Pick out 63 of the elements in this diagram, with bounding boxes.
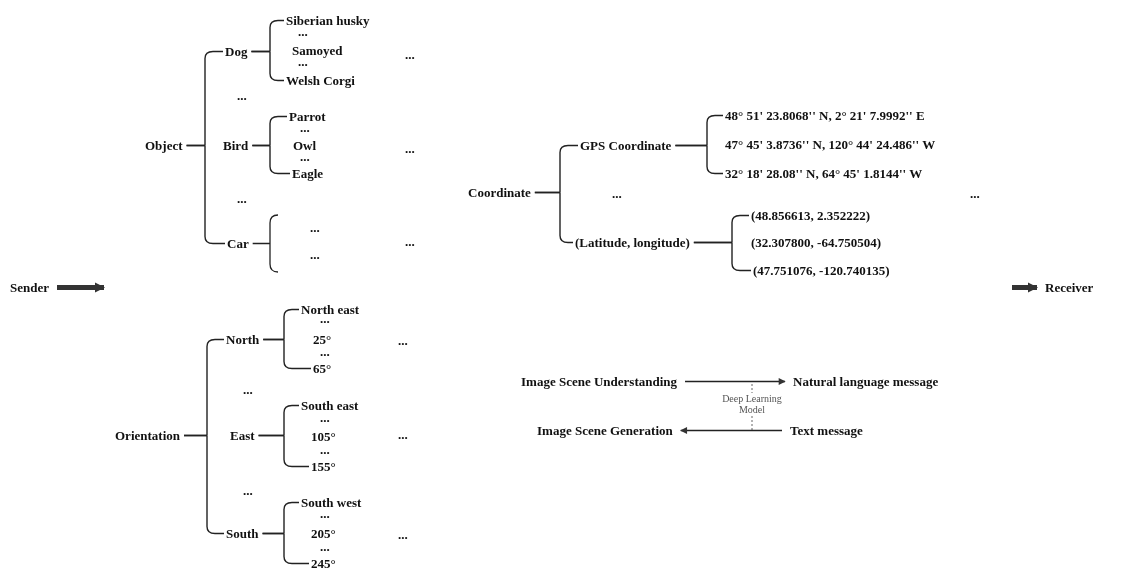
tree-label: 47° 45' 3.8736'' N, 120° 44' 24.486'' W [725, 137, 936, 152]
tree-label: (32.307800, -64.750504) [751, 235, 881, 250]
tree-label: Sender [10, 280, 49, 295]
tree-label: Coordinate [468, 185, 531, 200]
tree-label: 48° 51' 23.8068'' N, 2° 21' 7.9992'' E [725, 108, 925, 123]
tree-label: South east [301, 398, 359, 413]
bracket-line [257, 434, 310, 468]
ellipsis-text: ... [398, 427, 408, 442]
ellipsis-text: ... [243, 382, 253, 397]
ellipsis-text: ... [405, 141, 415, 156]
arrow [684, 378, 786, 385]
tree-label: Receiver [1045, 280, 1094, 295]
tree-label: 245° [311, 556, 336, 571]
ellipsis-text: ... [405, 234, 415, 249]
tree-label: GPS Coordinate [580, 138, 672, 153]
bracket-line [251, 144, 291, 175]
tree-label: Bird [223, 138, 249, 153]
bracket-line [185, 144, 226, 245]
arrow [57, 282, 105, 293]
tree-label: Image Scene Generation [537, 423, 673, 438]
arrow [1012, 282, 1038, 293]
tree-label: North [226, 332, 260, 347]
tree-label: Orientation [115, 428, 180, 443]
tree-label: 25° [313, 332, 332, 347]
tree-label: (47.751076, -120.740135) [753, 263, 890, 278]
tree-label: 155° [311, 459, 336, 474]
tree-label: (48.856613, 2.352222) [751, 208, 871, 223]
ellipsis-text: ... [612, 186, 622, 201]
tree-label: 65° [313, 361, 332, 376]
bracket-line [674, 144, 724, 175]
tree-label: Eagle [292, 166, 324, 181]
ellipsis-text: ... [970, 186, 980, 201]
tree-label: Dog [225, 44, 248, 59]
ellipsis-text: ... [237, 191, 247, 206]
ellipsis-text: ... [310, 247, 320, 262]
ellipsis-text: ... [320, 344, 330, 359]
tree-label: South [226, 526, 259, 541]
tree-label: 105° [311, 429, 336, 444]
ellipsis-text: ... [405, 47, 415, 62]
bracket-line [693, 241, 752, 272]
tree-label: Text message [790, 423, 863, 438]
ellipsis-text: ... [320, 410, 330, 425]
bracket-line [261, 532, 310, 565]
tree-label: Welsh Corgi [286, 73, 355, 88]
ellipsis-text: ... [237, 88, 247, 103]
bracket-line [183, 434, 225, 535]
ellipsis-text: ... [398, 527, 408, 542]
tree-label: Car [227, 236, 249, 251]
bracket-line [262, 338, 312, 370]
ellipsis-text: ... [310, 220, 320, 235]
ellipsis-text: ... [320, 442, 330, 457]
ellipsis-text: ... [398, 333, 408, 348]
ellipsis-text: ... [243, 483, 253, 498]
tree-label: 205° [311, 526, 336, 541]
model-caption: Deep Learning Model [721, 393, 783, 415]
tree-label: 32° 18' 28.08'' N, 64° 45' 1.8144'' W [725, 166, 923, 181]
tree-label: Natural language message [793, 374, 939, 389]
tree-label: East [230, 428, 255, 443]
tree-label: (Latitude, longitude) [575, 235, 690, 250]
arrow [680, 427, 783, 434]
tree-label: Image Scene Understanding [521, 374, 677, 389]
tree-label: Object [145, 138, 183, 153]
ellipsis-text: ... [320, 539, 330, 554]
